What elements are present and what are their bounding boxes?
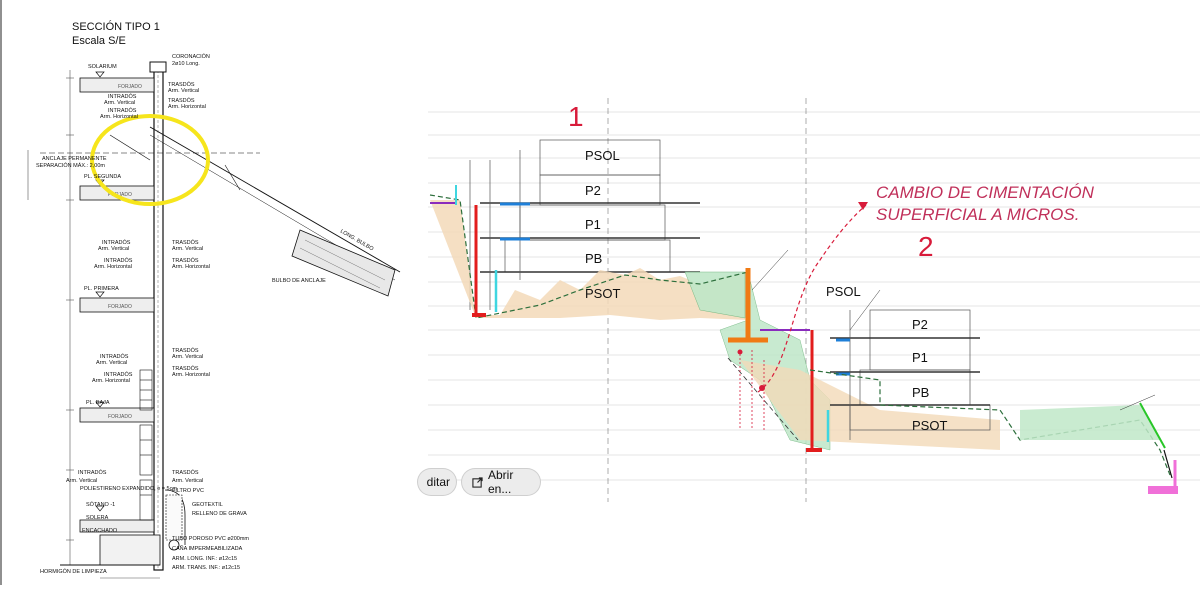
open-in-button-label: Abrir en... [488,468,514,496]
relleno-label: RELLENO DE GRAVA [192,511,247,517]
coronacion-sub-label: 2ø10 Long. [172,61,200,67]
marker-2: 2 [918,231,934,262]
trasdos-label: TRASDÓS [168,97,195,104]
edit-button[interactable]: ditar [418,469,456,495]
b1-psol-label: PSOL [585,148,620,163]
open-in-button[interactable]: Abrir en... [462,468,540,496]
annotation-line1: CAMBIO DE CIMENTACIÓN [876,183,1095,202]
section-title: SECCIÓN TIPO 1 [72,20,160,33]
arm-long-label: ARM. LONG. INF.: ø12c15 [172,556,237,562]
arm-horizontal-label: Arm. Horizontal [172,372,210,378]
arm-vertical-label: Arm. Vertical [172,478,203,484]
b2-pb-label: PB [912,385,929,400]
b2-psot-label: PSOT [912,418,947,433]
b1-p1-label: P1 [585,217,601,232]
trasdos-label: TRASDÓS [172,239,199,246]
pl-baja-label: PL. BAJA [86,400,110,406]
solarium-label: SOLARIUM [88,64,117,70]
intrados-label: INTRADÓS [100,353,129,360]
intrados-label: INTRADÓS [102,239,131,246]
forjado-label: FORJADO [108,192,132,198]
arm-horizontal-label: Arm. Horizontal [94,264,132,270]
anclaje-label: ANCLAJE PERMANENTE [42,156,107,162]
right-section-drawing: PSOL P2 P1 PB PSOT [428,98,1200,502]
bulbo-label: BULBO DE ANCLAJE [272,278,326,284]
annotation-arrow [757,204,867,393]
b2-p2-label: P2 [912,317,928,332]
left-section-drawing: SECCIÓN TIPO 1 Escala S/E FORJADO FOR [0,0,401,585]
arm-trans-label: ARM. TRANS. INF.: ø12c15 [172,565,240,571]
trasdos-label: TRASDÓS [172,257,199,264]
encachado-label: ENCACHADO [82,528,118,534]
intrados-label: INTRADÓS [78,469,107,476]
b2-p1-label: P1 [912,350,928,365]
pl-primera-label: PL. PRIMERA [84,286,119,292]
b1-p2-label: P2 [585,183,601,198]
geotextil-label: GEOTEXTIL [192,502,223,508]
forjado-label: FORJADO [118,84,142,90]
coronacion-label: CORONACIÓN [172,53,210,60]
forjado-label: FORJADO [108,414,132,420]
filtro-label: FILTRO PVC [172,488,204,494]
arm-horizontal-label: Arm. Horizontal [100,114,138,120]
b1-pb-label: PB [585,251,602,266]
tubo-label: TUBO POROSO PVC ø200mm [172,536,249,542]
trasdos-label: TRASDÓS [172,347,199,354]
arm-horizontal-label: Arm. Horizontal [168,104,206,110]
arm-horizontal-label: Arm. Horizontal [92,378,130,384]
b1-psot-label: PSOT [585,286,620,301]
arm-vertical-label: Arm. Vertical [66,478,97,484]
arm-vertical-label: Arm. Vertical [104,100,135,106]
separacion-label: SEPARACIÓN MÁX.: 2,00m [36,162,105,169]
arm-vertical-label: Arm. Vertical [98,246,129,252]
highlight-circle [90,114,210,206]
sotano-label: SÓTANO -1 [86,501,115,508]
intrados-label: INTRADÓS [104,257,133,264]
arm-vertical-label: Arm. Vertical [168,88,199,94]
intrados-label: INTRADÓS [108,107,137,114]
external-link-icon [472,476,483,488]
arm-vertical-label: Arm. Vertical [172,246,203,252]
hormigon-label: HORMIGÓN DE LIMPIEZA [40,568,107,575]
marker-1: 1 [568,101,584,132]
intrados-label: INTRADÓS [108,93,137,100]
trasdos-label: TRASDÓS [172,365,199,372]
arm-horizontal-label: Arm. Horizontal [172,264,210,270]
intrados-label: INTRADÓS [104,371,133,378]
arm-vertical-label: Arm. Vertical [96,360,127,366]
solera-label: SOLERA [86,515,109,521]
arm-vertical-label: Arm. Vertical [172,354,203,360]
poliestireno-label: POLIESTIRENO EXPANDIDO, e = 5cm [80,486,177,492]
annotation-line2: SUPERFICIAL A MICROS. [876,205,1079,224]
pl-segunda-label: PL. SEGUNDA [84,174,121,180]
forjado-label: FORJADO [108,304,132,310]
trasdos-label: TRASDÓS [168,81,195,88]
edit-button-label: ditar [426,475,450,489]
section-scale: Escala S/E [72,35,126,47]
cana-label: CAÑA IMPERMEABILIZADA [172,545,243,552]
b2-psol-label: PSOL [826,284,861,299]
trasdos-label: TRASDÓS [172,469,199,476]
